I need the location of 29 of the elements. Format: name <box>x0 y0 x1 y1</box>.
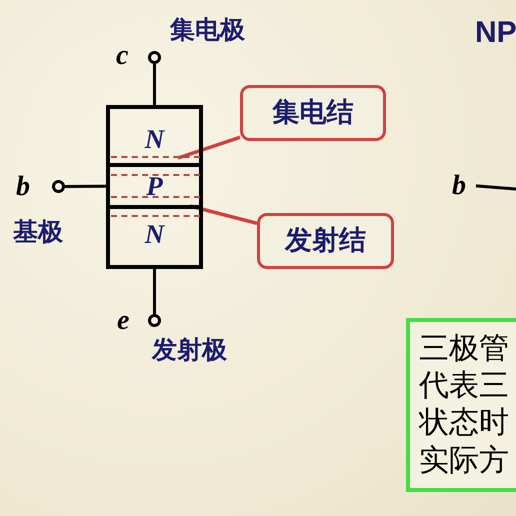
semiconductor-region <box>106 165 203 207</box>
terminal-letter-text: b <box>452 172 466 200</box>
callout-bubble <box>257 213 394 269</box>
region-letter: N <box>144 221 164 248</box>
terminal-lead <box>153 64 156 105</box>
electrode-name: 发射极 <box>152 336 227 364</box>
terminal-letter: c <box>116 42 128 70</box>
terminal-circle <box>148 314 161 327</box>
note-box <box>406 318 516 492</box>
semiconductor-region <box>106 205 203 269</box>
terminal-lead <box>476 184 516 190</box>
terminal-letter: b <box>16 173 30 201</box>
heading: NP <box>475 16 516 50</box>
terminal-circle <box>148 51 161 64</box>
semiconductor-region <box>106 105 203 167</box>
callout-text: 集电结 <box>272 96 354 130</box>
terminal-lead <box>65 184 106 188</box>
callout-bubble <box>240 85 386 141</box>
terminal-circle <box>52 180 65 193</box>
region-letter: P <box>146 172 163 200</box>
callout-text: 发射结 <box>285 224 366 258</box>
terminal-lead <box>153 269 156 314</box>
terminal-letter: e <box>117 307 130 335</box>
region-letter: N <box>144 126 164 153</box>
leader-line <box>190 204 258 225</box>
electrode-name: 集电极 <box>170 16 245 44</box>
leader-line <box>177 136 241 160</box>
electrode-name: 基极 <box>13 218 63 246</box>
note-text: 三极管代表三状态时实际方 <box>419 330 510 479</box>
